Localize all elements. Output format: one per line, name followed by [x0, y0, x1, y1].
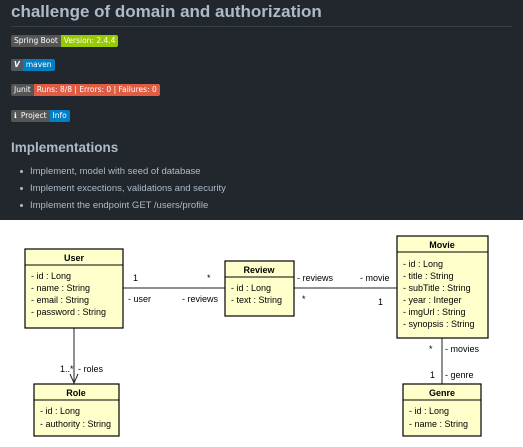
multiplicity-label: 1..*: [60, 364, 74, 374]
class-attr: - id : Long: [31, 271, 71, 281]
multiplicity-label: *: [207, 273, 211, 283]
class-attr: - password : String: [31, 307, 106, 317]
class-attr: - year : Integer: [403, 295, 462, 305]
class-attr: - name : String: [31, 283, 90, 293]
class-attr: - id : Long: [403, 259, 443, 269]
section-heading: Implementations: [11, 140, 119, 155]
class-attr: - email : String: [31, 295, 89, 305]
role-label: - reviews: [182, 294, 219, 304]
class-attr: - title : String: [403, 271, 454, 281]
info-icon: ℹ: [14, 111, 17, 120]
spring-boot-badge[interactable]: Spring Boot Version: 2.4.4: [11, 35, 119, 47]
class-name: Review: [243, 265, 275, 275]
role-label: - genre: [445, 370, 474, 380]
role-label: - user: [128, 294, 151, 304]
multiplicity-label: *: [302, 294, 306, 304]
class-attr: - subTitle : String: [403, 283, 471, 293]
badge-label: Project: [20, 111, 47, 120]
uml-class-diagram: User - id : Long - name : String - email…: [0, 220, 523, 447]
title-divider: [11, 26, 512, 27]
genre-class: Genre - id : Long - name : String: [402, 383, 482, 437]
class-attr: - id : Long: [231, 283, 271, 293]
role-label: - movie: [360, 273, 390, 283]
role-label: - roles: [78, 364, 104, 374]
role-label: - movies: [445, 344, 480, 354]
role-class: Role - id : Long - authority : String: [33, 383, 120, 437]
multiplicity-label: 1: [378, 297, 383, 307]
badge-value: maven: [22, 59, 55, 71]
class-name: Role: [66, 388, 86, 398]
class-attr: - imgUrl : String: [403, 307, 466, 317]
page-title: challenge of domain and authorization: [11, 2, 322, 21]
list-item: Implement excections, validations and se…: [11, 182, 226, 199]
arrow-head-icon: [69, 373, 79, 385]
class-attr: - authority : String: [40, 419, 111, 429]
badge-label: Spring Boot: [11, 35, 61, 47]
maven-icon: V: [11, 59, 23, 71]
junit-badge[interactable]: Junit Runs: 8/8 | Errors: 0 | Failures: …: [11, 84, 160, 96]
badge-value: Info: [49, 110, 70, 122]
class-attr: - name : String: [409, 419, 468, 429]
user-class: User - id : Long - name : String - email…: [24, 248, 124, 329]
badge-label: Junit: [11, 84, 34, 96]
class-attr: - synopsis : String: [403, 319, 475, 329]
project-info-badge[interactable]: ℹ Project Info: [11, 110, 70, 122]
class-name: Genre: [429, 388, 455, 398]
multiplicity-label: 1: [430, 370, 435, 380]
class-attr: - id : Long: [40, 406, 80, 416]
badge-value: Runs: 8/8 | Errors: 0 | Failures: 0: [33, 84, 160, 96]
review-class: Review - id : Long - text : String: [224, 260, 295, 317]
list-item: Implement, model with seed of database: [11, 165, 226, 182]
multiplicity-label: 1: [133, 273, 138, 283]
maven-badge[interactable]: V maven: [11, 59, 55, 71]
multiplicity-label: *: [429, 344, 433, 354]
implementations-list: Implement, model with seed of database I…: [11, 165, 226, 216]
movie-class: Movie - id : Long - title : String - sub…: [396, 235, 489, 339]
class-name: User: [64, 253, 85, 263]
badge-value: Version: 2.4.4: [60, 35, 119, 47]
list-item: Implement the endpoint GET /users/profil…: [11, 199, 226, 216]
class-attr: - text : String: [231, 295, 282, 305]
role-label: - reviews: [297, 273, 334, 283]
class-name: Movie: [429, 240, 455, 250]
class-attr: - id : Long: [409, 406, 449, 416]
